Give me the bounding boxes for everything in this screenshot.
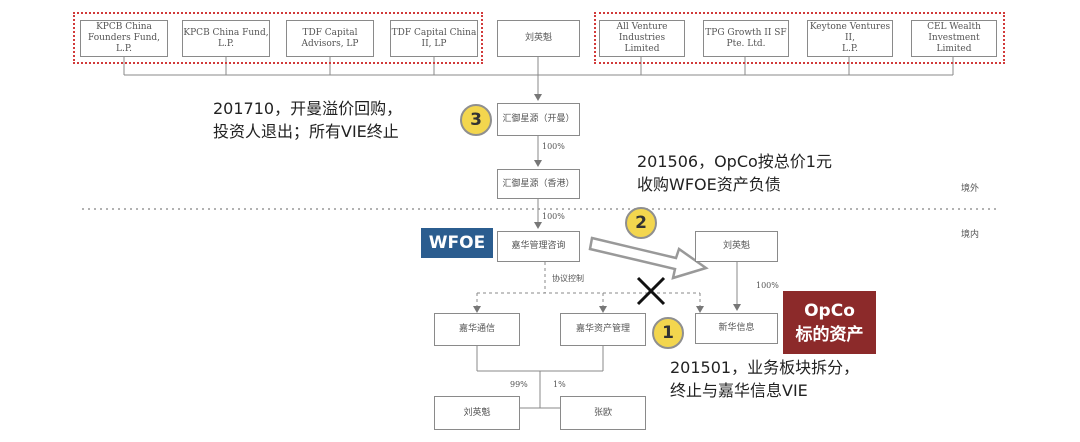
pct-hk-wfoe: 100% xyxy=(542,212,565,221)
pct-1: 1% xyxy=(553,380,566,389)
pct-opco-owner: 100% xyxy=(756,281,779,290)
pct-99: 99% xyxy=(510,380,528,389)
onshore-label: 境内 xyxy=(961,230,980,240)
huiyu-cayman-box: 汇御星源（开曼） xyxy=(497,103,580,136)
investor-keytone: Keytone Ventures II, L.P. xyxy=(807,20,893,57)
bottom-owner-zhang: 张欧 xyxy=(560,396,646,430)
opco-tag: OpCo 标的资产 xyxy=(783,291,876,354)
vie-lines xyxy=(473,262,704,313)
jiahua-asset-mgmt-box: 嘉华资产管理 xyxy=(560,313,646,346)
investor-tdf-capital-china: TDF Capital China II, LP xyxy=(390,20,478,57)
annotation-3: 201710，开曼溢价回购， 投资人退出；所有VIE终止 xyxy=(213,99,403,141)
xinhua-info-box: 新华信息 xyxy=(695,313,778,344)
investor-kpcb-founders: KPCB China Founders Fund, L.P. xyxy=(80,20,168,57)
offshore-label: 境外 xyxy=(961,184,980,194)
founder-box: 刘英魁 xyxy=(497,20,580,57)
pct-cayman-hk: 100% xyxy=(542,142,565,151)
jiahua-tongxin-box: 嘉华通信 xyxy=(434,313,520,346)
opco-owner-box: 刘英魁 xyxy=(695,231,778,262)
wfoe-tag: WFOE xyxy=(421,228,493,258)
annotation-2: 201506，OpCo按总价1元 收购WFOE资产负债 xyxy=(637,152,832,194)
right-investor-group xyxy=(594,12,1005,64)
annotation-1: 201501，业务板块拆分， 终止与嘉华信息VIE xyxy=(670,358,860,400)
left-investor-group xyxy=(73,12,483,64)
transfer-arrow xyxy=(588,236,709,280)
terminate-x-mark xyxy=(636,276,666,306)
step-2-badge: 2 xyxy=(625,207,657,239)
bottom-owner-liu: 刘英魁 xyxy=(434,396,520,430)
investor-all-venture: All Venture Industries Limited xyxy=(599,20,685,57)
investor-lines xyxy=(123,56,954,229)
investor-cel-wealth: CEL Wealth Investment Limited xyxy=(911,20,997,57)
investor-tpg-growth: TPG Growth II SF Pte. Ltd. xyxy=(703,20,789,57)
huiyu-hk-box: 汇御星源（香港） xyxy=(497,169,580,199)
agreement-control-label: 协议控制 xyxy=(552,274,584,283)
step-3-badge: 3 xyxy=(460,104,492,136)
step-1-badge: 1 xyxy=(652,317,684,349)
investor-tdf-capital-advisors: TDF Capital Advisors, LP xyxy=(286,20,374,57)
wfoe-box: 嘉华管理咨询 xyxy=(497,231,580,262)
investor-kpcb-china-fund: KPCB China Fund, L.P. xyxy=(182,20,270,57)
